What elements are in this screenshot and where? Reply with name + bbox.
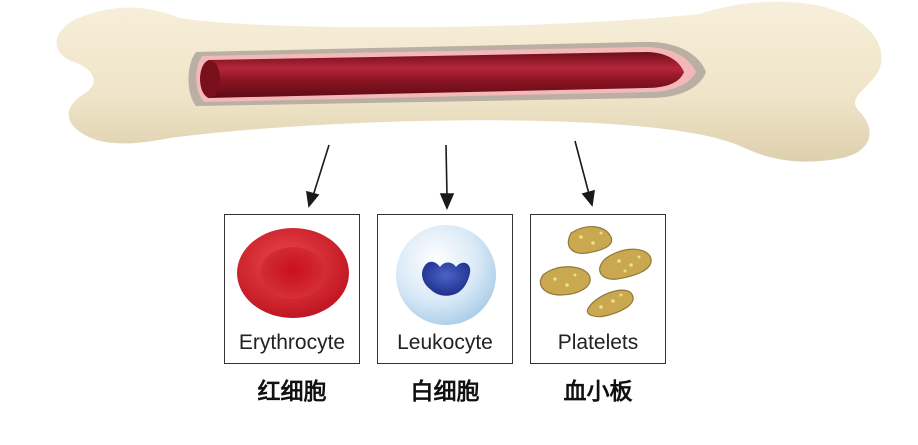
marrow-cut-end <box>200 60 220 98</box>
arrow-to-platelets <box>574 140 595 207</box>
platelets-panel: Platelets <box>530 214 666 364</box>
leukocyte-label: Leukocyte <box>397 331 493 354</box>
platelets-icon <box>539 226 652 318</box>
arrow-to-leukocyte <box>439 144 455 211</box>
erythrocyte-icon <box>237 228 349 318</box>
leukocyte-icon <box>396 225 496 325</box>
platelets-cn-label: 血小板 <box>563 379 633 405</box>
marrow-cavity <box>202 52 684 98</box>
arrow-to-erythrocyte <box>306 144 330 208</box>
erythrocyte-cn-label: 红细胞 <box>257 379 327 405</box>
leukocyte-panel: Leukocyte <box>377 214 513 364</box>
erythrocyte-panel: Erythrocyte <box>224 214 360 364</box>
leukocyte-cn-label: 白细胞 <box>410 379 480 405</box>
erythrocyte-label: Erythrocyte <box>238 331 346 354</box>
platelets-label: Platelets <box>557 331 639 354</box>
